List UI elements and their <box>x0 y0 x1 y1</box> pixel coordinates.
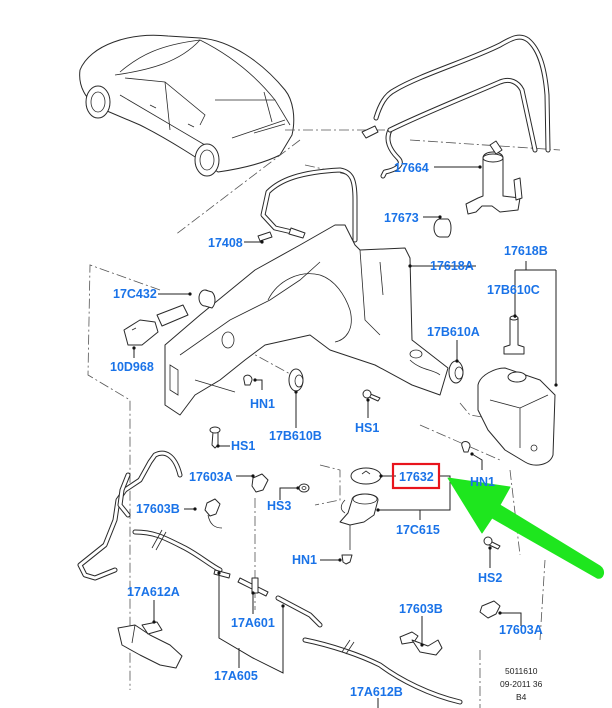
level-sensor-grommet <box>198 289 216 309</box>
label-HN1-lower[interactable]: HN1 <box>292 553 317 567</box>
highlight-box <box>391 462 441 490</box>
label-17618B[interactable]: 17618B <box>504 244 548 258</box>
label-10D968[interactable]: 10D968 <box>110 360 154 374</box>
label-17B610C[interactable]: 17B610C <box>487 283 540 297</box>
fasteners <box>209 374 501 565</box>
pump-grommet <box>433 218 452 238</box>
reference-grid: B4 <box>516 692 527 702</box>
reference-number: 5011610 <box>505 666 538 676</box>
label-HS1-left[interactable]: HS1 <box>231 439 255 453</box>
hose-connector-17A612A <box>117 621 183 669</box>
filler-neck <box>339 493 379 550</box>
level-sensor <box>123 304 189 346</box>
label-17A612B[interactable]: 17A612B <box>350 685 403 699</box>
label-17C432[interactable]: 17C432 <box>113 287 157 301</box>
washer-pump <box>465 140 523 215</box>
label-17603B-lower[interactable]: 17603B <box>399 602 443 616</box>
label-17603A-lower[interactable]: 17603A <box>499 623 543 637</box>
filler-cap <box>350 467 382 485</box>
label-17A612A[interactable]: 17A612A <box>127 585 180 599</box>
t-piece-17A601 <box>237 577 269 597</box>
label-17603A-middle[interactable]: 17603A <box>189 470 233 484</box>
alignment-lines <box>87 129 561 708</box>
grommet-17B610B <box>288 368 304 392</box>
washer-reservoir-secondary <box>477 367 556 466</box>
label-17618A[interactable]: 17618A <box>430 259 474 273</box>
label-HS3[interactable]: HS3 <box>267 499 291 513</box>
reference-date: 09-2011 36 <box>500 679 543 689</box>
bolt-17B610C <box>503 315 525 355</box>
label-17A601[interactable]: 17A601 <box>231 616 275 630</box>
washer-hose-middle <box>257 167 358 243</box>
label-17408[interactable]: 17408 <box>208 236 243 250</box>
label-17B610B[interactable]: 17B610B <box>269 429 322 443</box>
label-17C615[interactable]: 17C615 <box>396 523 440 537</box>
label-HS2[interactable]: HS2 <box>478 571 502 585</box>
label-17B610A[interactable]: 17B610A <box>427 325 480 339</box>
washer-jet-left <box>204 473 269 529</box>
label-17A605[interactable]: 17A605 <box>214 669 258 683</box>
washer-tube-17A612B <box>302 637 463 705</box>
leader-lines <box>132 165 558 708</box>
label-HN1-upper-left[interactable]: HN1 <box>250 397 275 411</box>
label-17632[interactable]: 17632 <box>399 470 434 484</box>
washer-hose-lower-left <box>77 450 223 581</box>
label-HS1-right[interactable]: HS1 <box>355 421 379 435</box>
label-HN1-right[interactable]: HN1 <box>470 475 495 489</box>
washer-jet-right <box>399 600 501 656</box>
label-17673[interactable]: 17673 <box>384 211 419 225</box>
washer-hose-upper <box>361 34 551 179</box>
diagram-reference: 5011610 09-2011 36 B4 <box>500 666 543 702</box>
grommet-17B610A <box>448 360 464 384</box>
pointer-arrow <box>447 477 605 579</box>
washer-reservoir-main <box>164 224 449 416</box>
part-labels: 17664 17673 17408 17618A 17618B 17B610C … <box>110 161 548 699</box>
label-17603B-middle[interactable]: 17603B <box>136 502 180 516</box>
label-17664[interactable]: 17664 <box>394 161 429 175</box>
vehicle-illustration <box>79 34 295 177</box>
